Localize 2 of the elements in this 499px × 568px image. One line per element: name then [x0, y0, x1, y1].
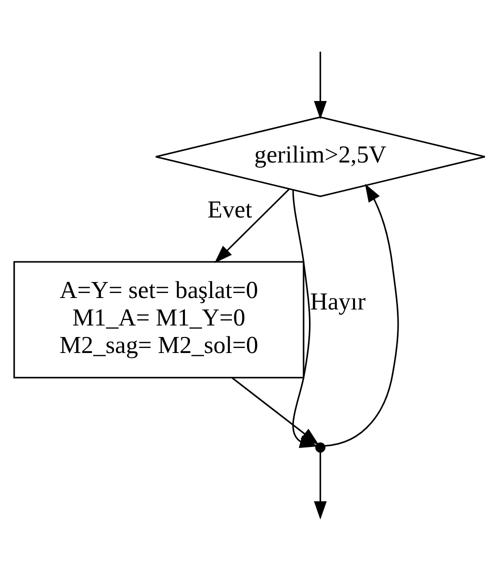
edge-label: Hayır: [310, 288, 366, 316]
edge-label: Evet: [207, 196, 252, 223]
